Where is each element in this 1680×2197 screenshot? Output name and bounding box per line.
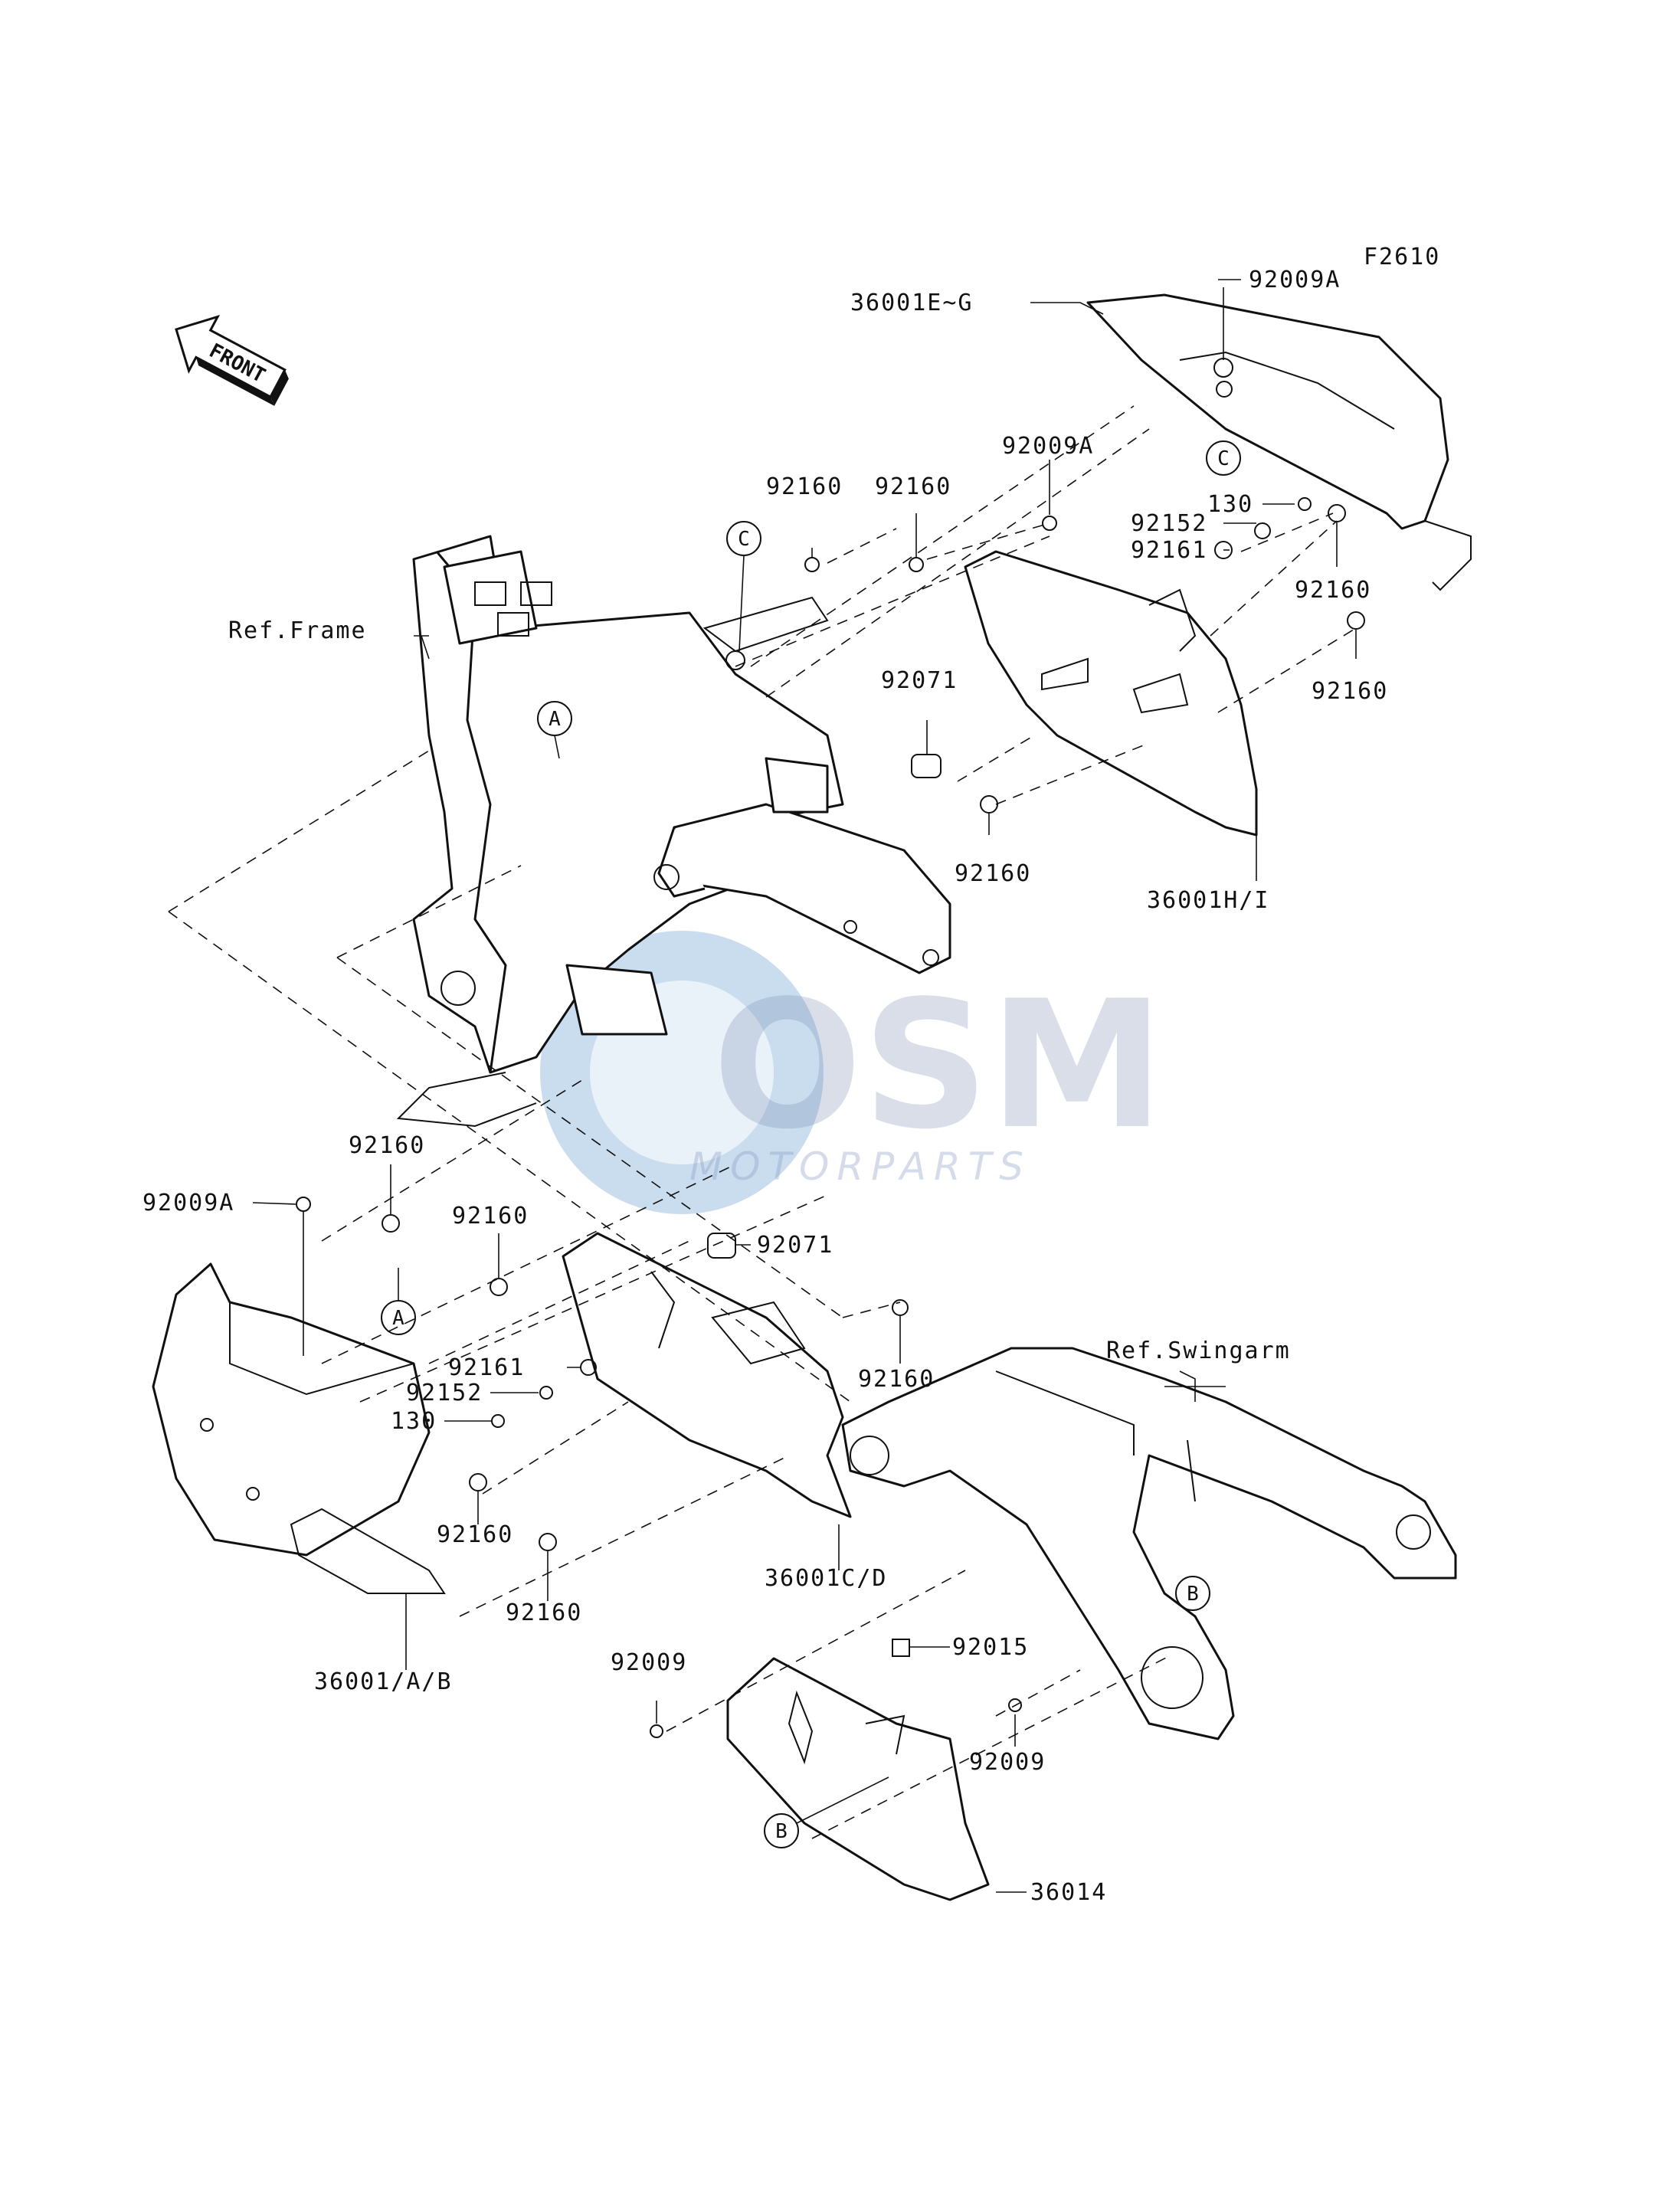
svg-text:C: C <box>738 528 750 551</box>
label-upper-92152: 92152 <box>1131 510 1207 537</box>
svg-text:C: C <box>1217 447 1230 470</box>
label-side-panel-upper: 36001H/I <box>1147 887 1270 914</box>
label-upper-92009a: 92009A <box>1002 433 1094 460</box>
side-panel-36001h-i <box>964 550 1258 837</box>
svg-text:A: A <box>549 708 561 731</box>
label-chain-92015: 92015 <box>952 1634 1029 1661</box>
label-side-panel-left: 36001/A/B <box>314 1668 453 1695</box>
svg-text:A: A <box>392 1307 404 1330</box>
watermark-brand: OSM <box>712 964 1164 1168</box>
label-lower-92160-a: 92160 <box>349 1132 425 1159</box>
label-lower-92160-d: 92160 <box>437 1521 513 1548</box>
label-lower-92160-e: 92160 <box>506 1599 582 1626</box>
label-chain-guard: 36014 <box>1030 1879 1107 1906</box>
label-side-panel-mid: 36001C/D <box>765 1565 888 1592</box>
label-upper-92160-right1: 92160 <box>1295 577 1371 604</box>
label-upper-92160-low: 92160 <box>955 860 1031 887</box>
label-top-cover: 36001E~G <box>850 290 974 316</box>
callout-c-upper: C <box>1206 440 1241 476</box>
label-upper-92071: 92071 <box>881 667 958 694</box>
watermark-sub: MOTORPARTS <box>689 1144 1031 1189</box>
label-upper-92160-1: 92160 <box>766 473 843 500</box>
swingarm-drawing <box>841 1347 1457 1740</box>
callout-b-guard: B <box>764 1813 799 1848</box>
assembly-lines <box>168 405 1357 1839</box>
mid-panel-36001c-d <box>562 1232 852 1518</box>
diagram-code: F2610 <box>1364 244 1440 270</box>
front-arrow-icon: FRONT <box>175 314 289 406</box>
label-upper-130: 130 <box>1207 491 1253 518</box>
label-lower-92160-b: 92160 <box>452 1203 529 1229</box>
label-chain-92009-right: 92009 <box>969 1749 1046 1776</box>
label-lower-92161: 92161 <box>448 1354 525 1381</box>
label-lower-130: 130 <box>391 1408 437 1435</box>
chain-guard-36014 <box>726 1657 990 1901</box>
label-upper-92160-right2: 92160 <box>1312 678 1388 705</box>
label-top-screw: 92009A <box>1249 267 1341 293</box>
label-lower-92152: 92152 <box>406 1380 483 1406</box>
callout-a-cowl: A <box>381 1300 416 1335</box>
label-chain-92009-left: 92009 <box>611 1649 687 1676</box>
label-lower-92160-c: 92160 <box>858 1366 935 1393</box>
left-cowl-36001-a-b <box>152 1262 446 1594</box>
callout-c-frame: C <box>726 521 761 556</box>
leader-lines <box>252 279 1357 1893</box>
frame-drawing <box>396 535 951 1128</box>
part-labels: 92009A 36001E~G 92160 92160 92009A 130 9… <box>142 267 1388 1906</box>
label-lower-92071: 92071 <box>757 1232 833 1259</box>
svg-text:B: B <box>775 1820 788 1843</box>
callouts: C C A A B B <box>381 440 1241 1848</box>
callout-b-swingarm: B <box>1175 1576 1210 1611</box>
label-upper-92160-2: 92160 <box>875 473 951 500</box>
top-cover-36001e-g <box>1086 293 1472 591</box>
label-upper-92161: 92161 <box>1131 537 1207 564</box>
svg-text:B: B <box>1187 1583 1199 1606</box>
label-lower-92009a: 92009A <box>142 1190 234 1216</box>
ref-frame: Ref.Frame <box>228 617 367 644</box>
ref-swingarm: Ref.Swingarm <box>1106 1338 1291 1364</box>
